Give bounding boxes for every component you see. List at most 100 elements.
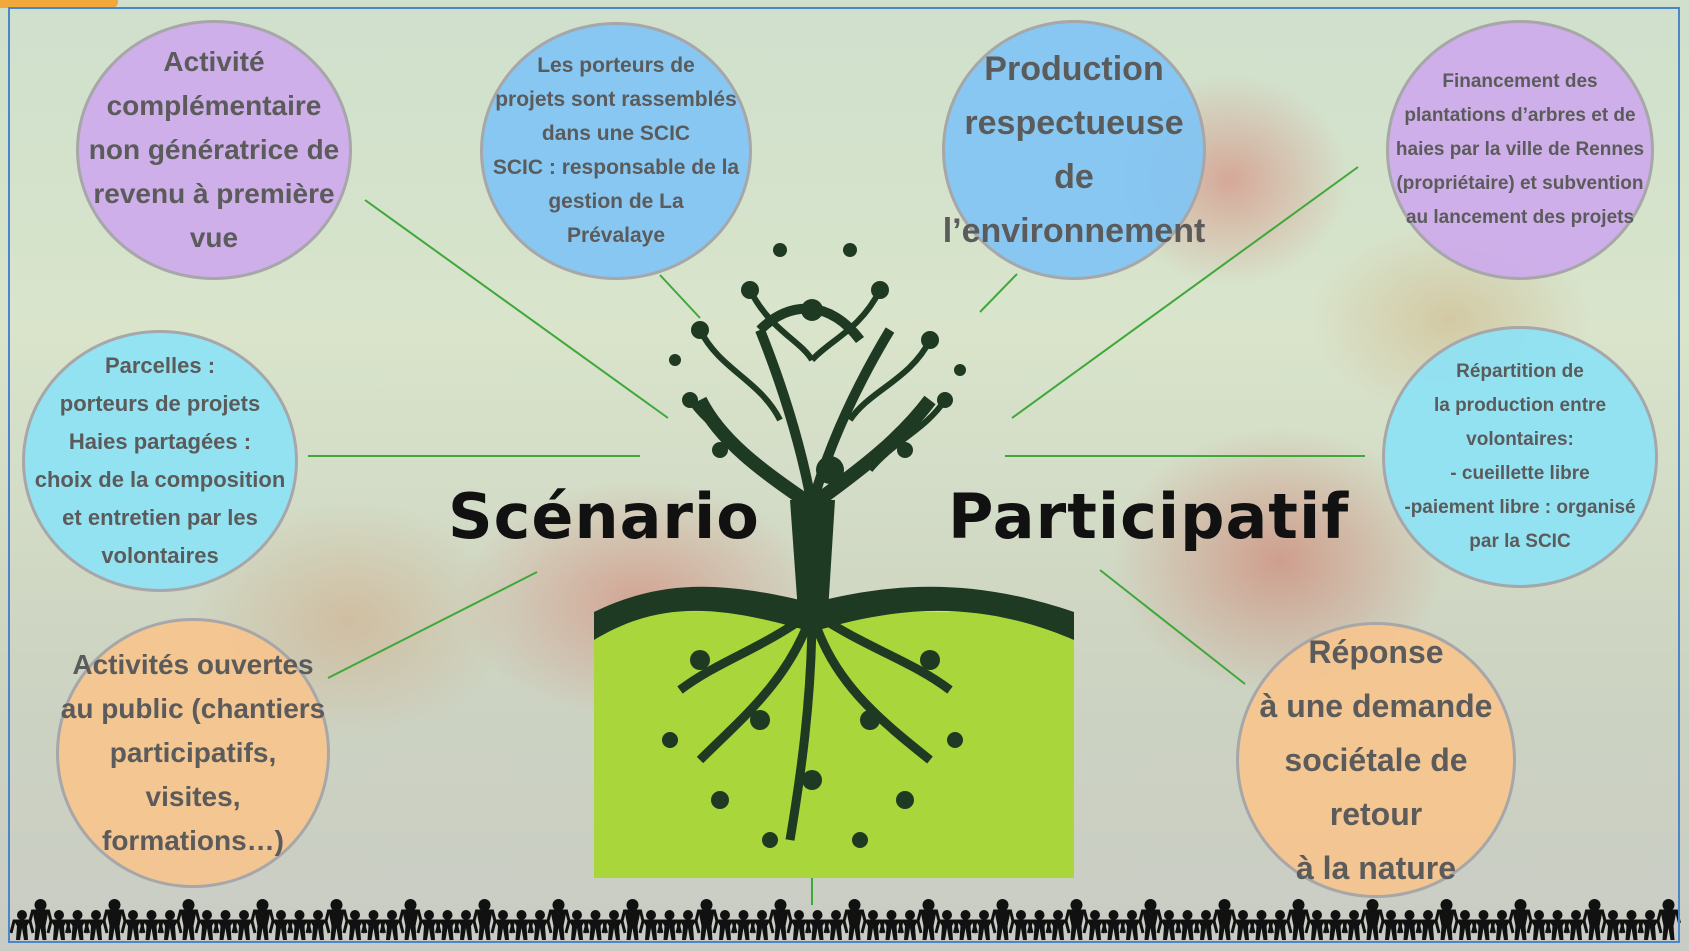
person-figure-icon: [1230, 910, 1256, 940]
person-figure-icon: [1249, 910, 1274, 940]
person-figure-icon: [120, 910, 146, 940]
person-figure-icon: [379, 910, 405, 940]
tree-of-people-icon: [662, 243, 966, 848]
person-figure-icon: [1138, 899, 1163, 940]
person-figure-icon: [731, 910, 756, 940]
connector-activites-ouvertes: [327, 571, 538, 679]
bubble-reponse: Réponse à une demande sociétale de retou…: [1236, 622, 1516, 898]
person-figure-icon: [231, 910, 257, 940]
person-figure-icon: [102, 899, 127, 940]
person-figure-icon: [675, 910, 701, 940]
bubble-financement: Financement des plantations d’arbres et …: [1386, 20, 1654, 280]
bubble-repartition: Répartition de la production entre volon…: [1382, 326, 1658, 588]
person-figure-icon: [860, 910, 886, 940]
connector-activite: [364, 199, 669, 419]
bubble-financement-text: Financement des plantations d’arbres et …: [1395, 71, 1645, 228]
person-figure-icon: [1341, 910, 1367, 940]
person-figure-icon: [1082, 910, 1108, 940]
connector-porteurs: [659, 274, 701, 319]
person-figure-icon: [1267, 910, 1293, 940]
person-figure-icon: [953, 910, 978, 940]
person-figure-icon: [1360, 899, 1385, 940]
person-figure-icon: [971, 910, 997, 940]
person-figure-icon: [564, 910, 590, 940]
person-figure-icon: [694, 899, 719, 940]
person-figure-icon: [620, 899, 645, 940]
person-figure-icon: [1064, 899, 1089, 940]
connector-production: [979, 273, 1018, 313]
person-figure-icon: [324, 899, 349, 940]
person-figure-icon: [1656, 899, 1681, 940]
person-figure-icon: [1489, 910, 1515, 940]
person-figure-icon: [1101, 910, 1126, 940]
person-figure-icon: [1600, 910, 1626, 940]
person-figure-icon: [453, 910, 479, 940]
title-word-participatif: Participatif: [948, 480, 1350, 553]
bubble-activites-ouvertes: Activités ouvertes au public (chantiers …: [56, 618, 330, 888]
person-figure-icon: [176, 899, 201, 940]
person-figure-icon: [9, 910, 35, 940]
person-figure-icon: [1545, 910, 1570, 940]
bubble-porteurs-projets: Les porteurs de projets sont rassemblés …: [480, 22, 752, 280]
person-figure-icon: [638, 910, 664, 940]
person-figure-icon: [1415, 910, 1441, 940]
person-figure-icon: [83, 910, 109, 940]
person-figure-icon: [1304, 910, 1330, 940]
person-figure-icon: [768, 899, 793, 940]
person-figure-icon: [1452, 910, 1478, 940]
person-figure-icon: [157, 910, 183, 940]
person-figure-icon: [527, 910, 553, 940]
bubble-activite-text: Activité complémentaire non génératrice …: [88, 46, 340, 253]
person-figure-icon: [287, 910, 312, 940]
person-figure-icon: [879, 910, 904, 940]
bubble-reponse-text: Réponse à une demande sociétale de retou…: [1259, 634, 1493, 886]
person-figure-icon: [546, 899, 571, 940]
person-figure-icon: [1582, 899, 1607, 940]
person-figure-icon: [305, 910, 331, 940]
person-figure-icon: [1212, 899, 1237, 940]
person-figure-icon: [1027, 910, 1052, 940]
person-figure-icon: [65, 910, 90, 940]
person-figure-icon: [1156, 910, 1182, 940]
soil-line-icon: [594, 586, 1074, 640]
person-figure-icon: [990, 899, 1015, 940]
person-figure-icon: [46, 910, 72, 940]
person-figure-icon: [1563, 910, 1589, 940]
connector-lines: [308, 166, 1365, 905]
person-figure-icon: [1119, 910, 1145, 940]
person-figure-icon: [601, 910, 627, 940]
bubble-repartition-text: Répartition de la production entre volon…: [1404, 361, 1636, 552]
bubble-production-text: Production respectueuse de l’environneme…: [942, 50, 1206, 250]
person-figure-icon: [712, 910, 738, 940]
person-figure-icon: [194, 910, 220, 940]
person-figure-icon: [1508, 899, 1533, 940]
bubble-production: Production respectueuse de l’environneme…: [942, 20, 1206, 280]
person-figure-icon: [1045, 910, 1071, 940]
person-figure-icon: [916, 899, 941, 940]
connector-financement: [1011, 166, 1359, 419]
person-figure-icon: [842, 899, 867, 940]
person-figure-icon: [657, 910, 682, 940]
person-figure-icon: [416, 910, 442, 940]
person-figure-icon: [1434, 899, 1459, 940]
person-figure-icon: [805, 910, 830, 940]
person-figure-icon: [823, 910, 849, 940]
person-figure-icon: [1193, 910, 1219, 940]
bubble-activites-ouvertes-text: Activités ouvertes au public (chantiers …: [60, 649, 326, 856]
person-figure-icon: [897, 910, 923, 940]
person-figure-icon: [1378, 910, 1404, 940]
person-figure-icon: [583, 910, 608, 940]
title-word-scenario: Scénario: [448, 480, 760, 553]
person-figure-icon: [509, 910, 534, 940]
person-figure-icon: [435, 910, 460, 940]
person-figure-icon: [934, 910, 960, 940]
person-figure-icon: [1619, 910, 1644, 940]
people-border-icon: [9, 899, 1681, 940]
person-figure-icon: [1397, 910, 1422, 940]
person-figure-icon: [1008, 910, 1034, 940]
person-figure-icon: [1175, 910, 1200, 940]
bubble-activite-complementaire: Activité complémentaire non génératrice …: [76, 20, 352, 280]
person-figure-icon: [1526, 910, 1552, 940]
person-figure-icon: [749, 910, 775, 940]
